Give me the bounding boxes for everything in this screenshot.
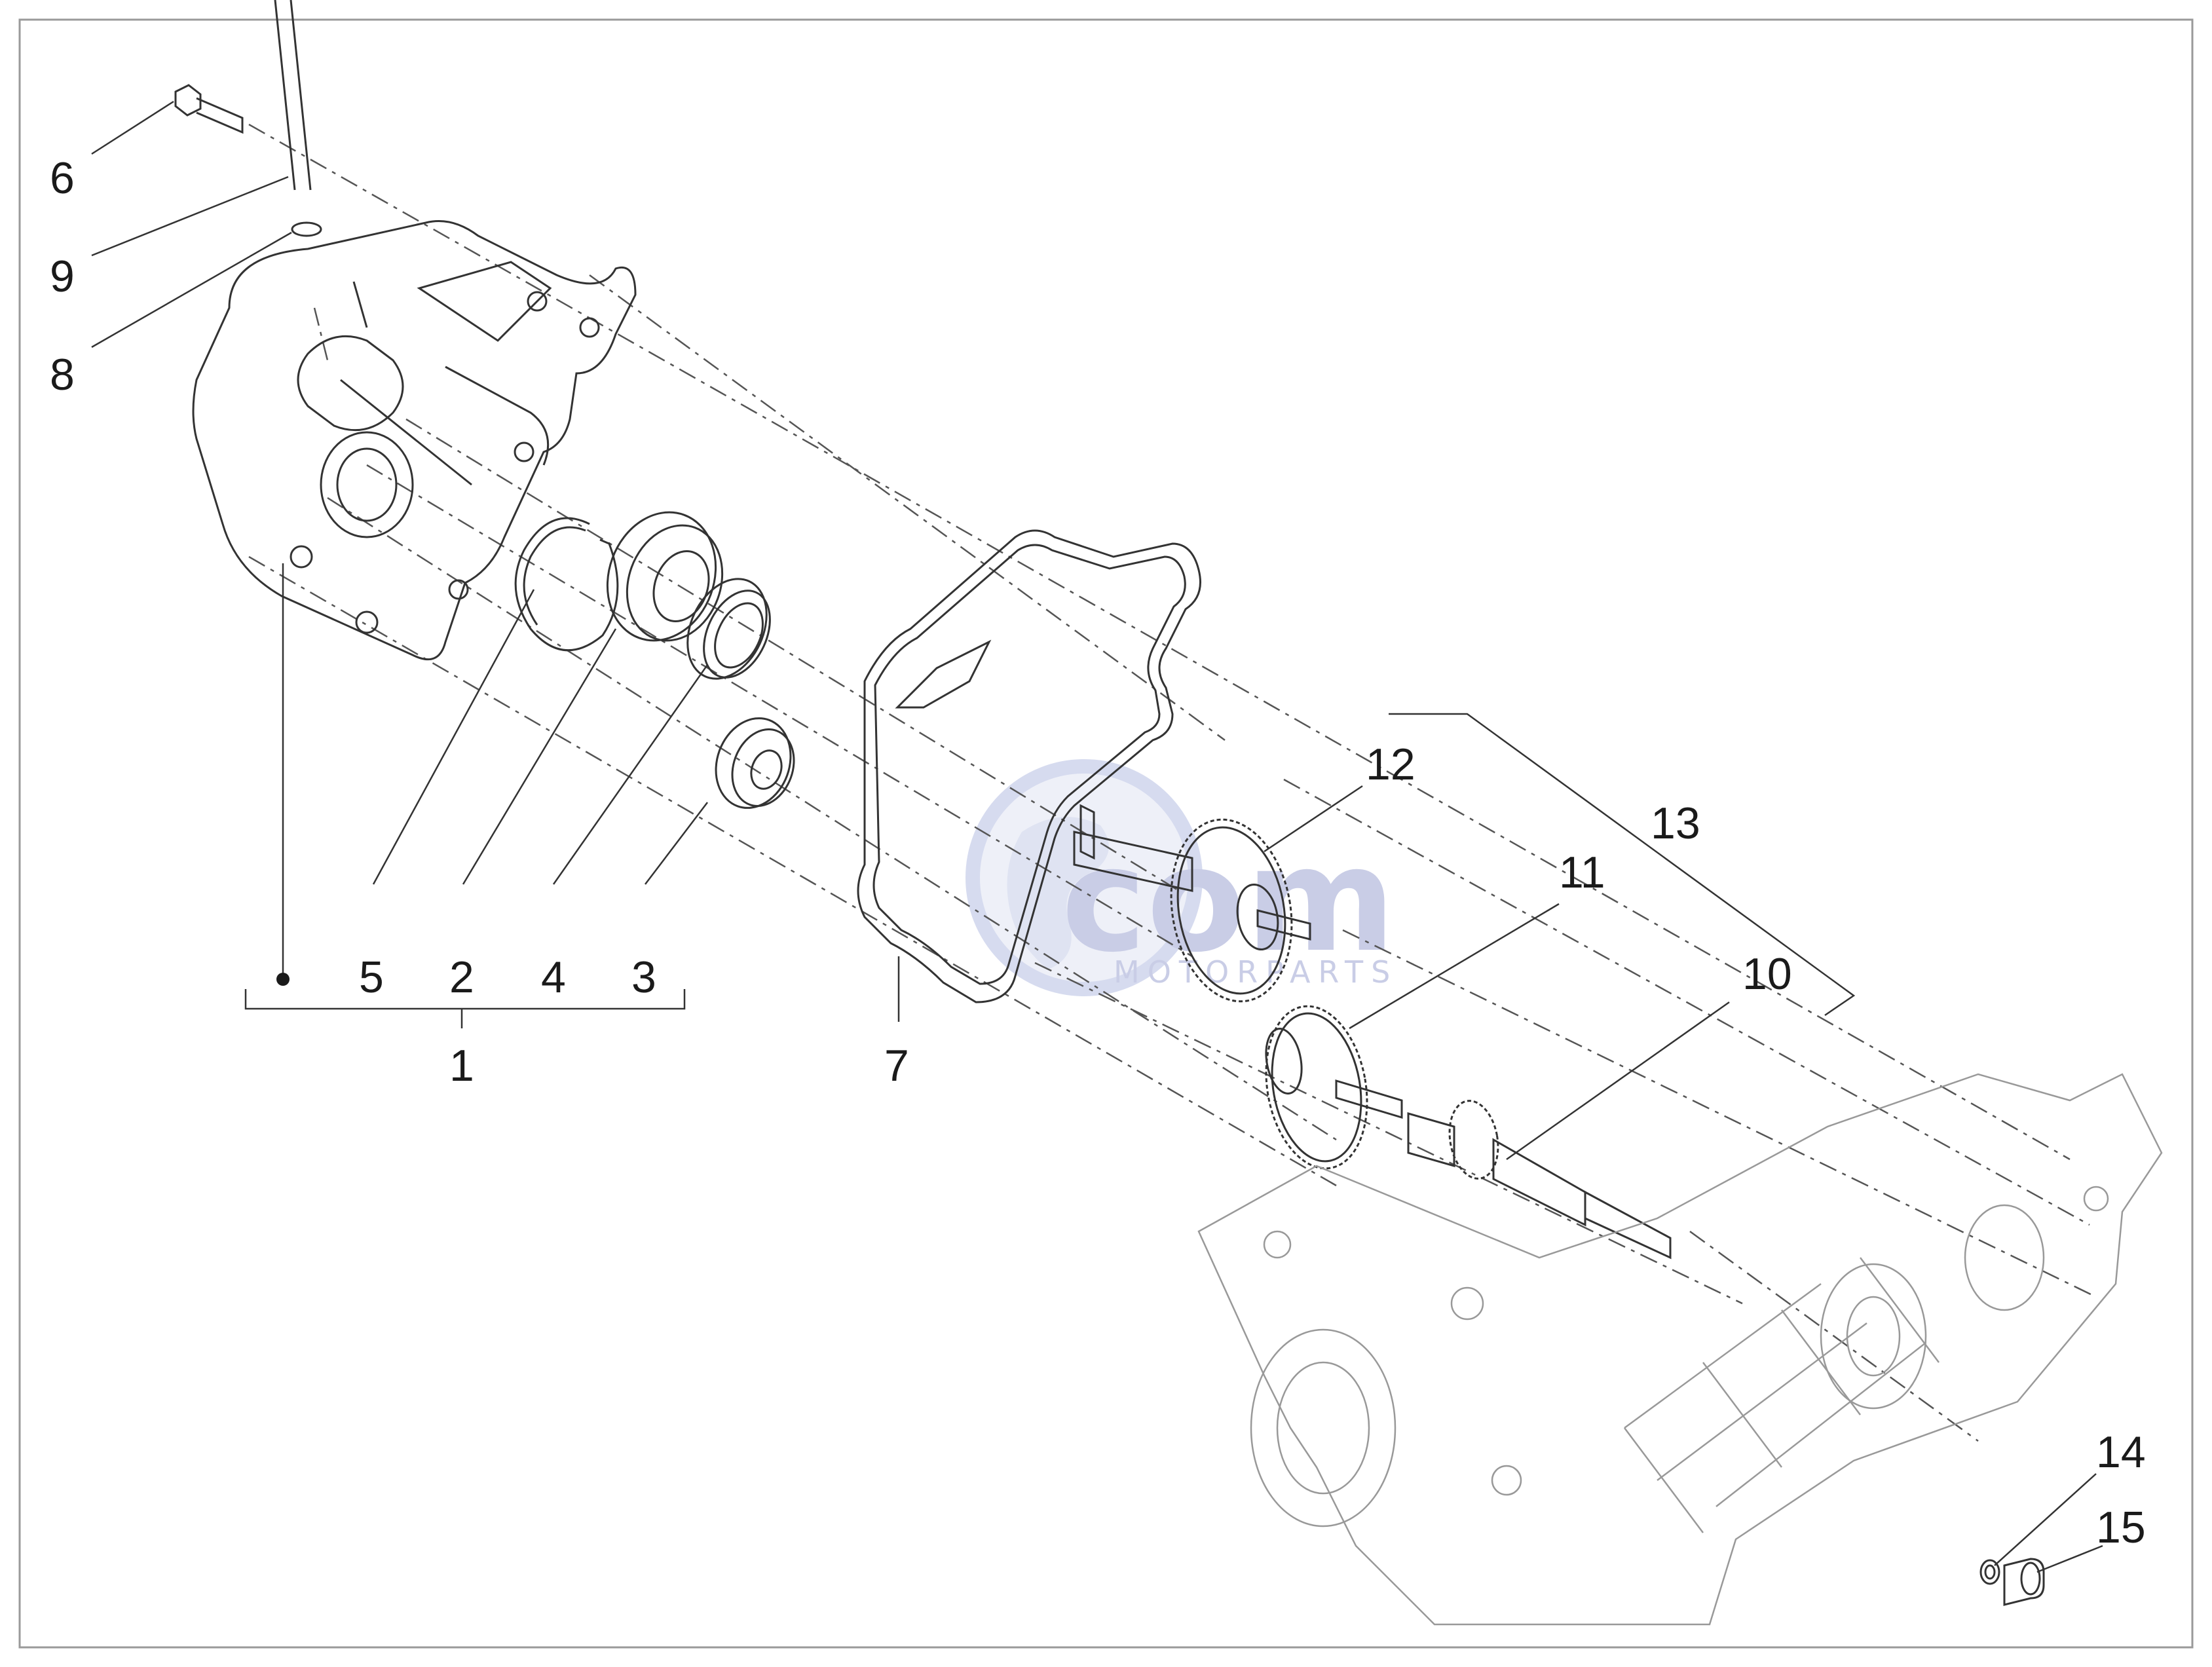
callout-10: 10 <box>1742 949 1792 999</box>
callout-3: 3 <box>631 952 656 1002</box>
bullet-marker <box>276 973 290 986</box>
gasket-part-7 <box>857 529 1201 1003</box>
watermark: com MOTORPARTS <box>965 759 1398 996</box>
main-shaft-part-10 <box>1407 1100 1672 1260</box>
bearing-part-2 <box>606 511 724 642</box>
washer-part-14 <box>1979 1559 2000 1585</box>
callout-7: 7 <box>884 1041 909 1091</box>
callout-6: 6 <box>50 153 75 203</box>
callout-9: 9 <box>50 252 75 301</box>
callout-5: 5 <box>359 952 384 1002</box>
small-bearing-part-3 <box>715 717 795 809</box>
circlip-part-5 <box>514 517 619 652</box>
callout-1: 1 <box>449 1041 474 1091</box>
callout-15: 15 <box>2096 1503 2146 1552</box>
plug-part-15 <box>2003 1558 2045 1606</box>
transmission-cover-part-1 <box>192 220 637 661</box>
callout-2: 2 <box>449 952 474 1002</box>
watermark-sub: MOTORPARTS <box>1114 954 1398 990</box>
callout-4: 4 <box>541 952 566 1002</box>
diagram-frame <box>18 18 2194 1649</box>
callouts: 6 9 8 5 2 4 3 1 7 12 13 11 10 14 15 <box>50 153 2146 1552</box>
callout-11: 11 <box>1559 848 1605 897</box>
callout-13: 13 <box>1651 798 1700 848</box>
callout-14: 14 <box>2096 1427 2146 1477</box>
hose-part-9 <box>274 0 322 237</box>
oil-seal-part-4 <box>686 578 771 680</box>
intermediate-gear-part-11 <box>1265 1005 1403 1170</box>
assembly-axes <box>248 123 2097 1442</box>
watermark-brand: com <box>1061 816 1396 984</box>
watermark-continent <box>1007 817 1109 969</box>
callout-12: 12 <box>1366 740 1415 789</box>
callout-8: 8 <box>50 350 75 400</box>
gear-shaft-part-12 <box>1073 804 1311 1003</box>
crankcase <box>1197 1073 2163 1626</box>
bolt-part-6 <box>174 84 244 134</box>
leader-lines <box>91 100 2103 1573</box>
